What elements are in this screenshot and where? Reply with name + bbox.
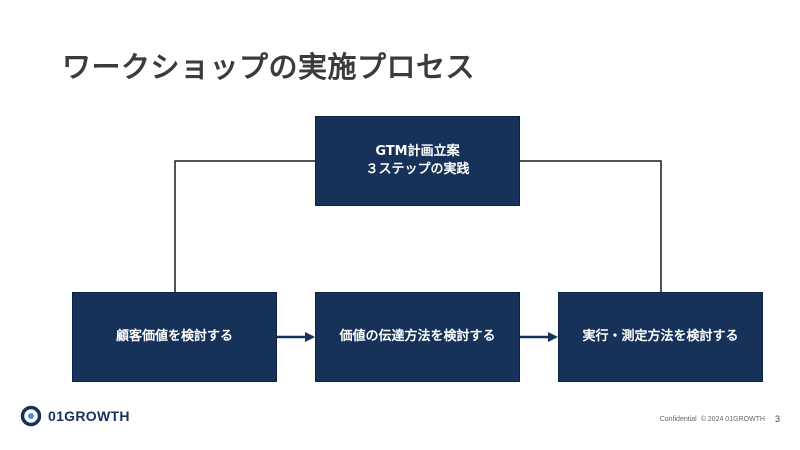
step-box-execution-measurement: 実行・測定方法を検討する (558, 292, 763, 382)
gtm-plan-box: GTM計画立案 ３ステップの実践 (315, 116, 520, 206)
logo-ring-icon (20, 405, 42, 427)
step-box-customer-value: 顧客価値を検討する (72, 292, 277, 382)
gtm-plan-title: GTM計画立案 (375, 143, 460, 159)
confidential-label: Confidential (659, 415, 697, 423)
step-label: 実行・測定方法を検討する (582, 328, 739, 344)
step-box-value-delivery: 価値の伝達方法を検討する (315, 292, 520, 382)
page-number: 3 (774, 414, 780, 424)
step-label: 価値の伝達方法を検討する (339, 328, 496, 344)
copyright-text: © 2024 01GROWTH (700, 415, 765, 423)
company-logo: 01GROWTH (20, 405, 130, 427)
gtm-plan-subtitle: ３ステップの実践 (365, 162, 470, 177)
page-title: ワークショップの実施プロセス (62, 50, 476, 84)
connector-right (520, 160, 662, 292)
logo-text: 01GROWTH (48, 408, 130, 424)
footer: Confidential © 2024 01GROWTH 3 (660, 414, 780, 424)
step-label: 顧客価値を検討する (115, 328, 233, 344)
connector-left (174, 160, 315, 292)
